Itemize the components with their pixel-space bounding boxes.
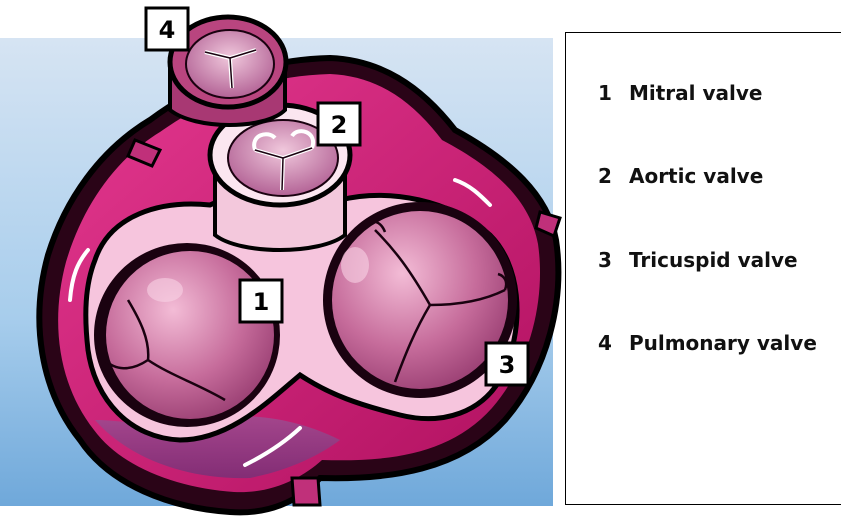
legend-label: Tricuspid valve <box>629 248 798 272</box>
legend-label: Mitral valve <box>629 81 763 105</box>
marker-2: 2 <box>318 103 360 145</box>
marker-4: 4 <box>146 8 188 50</box>
legend-item-tricuspid: 3 Tricuspid valve <box>598 248 798 272</box>
marker-1: 1 <box>240 280 282 322</box>
legend-label: Pulmonary valve <box>629 331 817 355</box>
svg-text:3: 3 <box>499 351 516 379</box>
svg-text:4: 4 <box>159 16 176 44</box>
legend-item-pulmonary: 4 Pulmonary valve <box>598 331 817 355</box>
legend-number: 3 <box>598 248 622 272</box>
legend-number: 2 <box>598 164 622 188</box>
vessel-stub-bottom <box>292 478 320 505</box>
legend-number: 1 <box>598 81 622 105</box>
legend-item-mitral: 1 Mitral valve <box>598 81 762 105</box>
svg-text:2: 2 <box>331 111 348 139</box>
legend-number: 4 <box>598 331 622 355</box>
mitral-valve <box>94 243 280 427</box>
legend-item-aortic: 2 Aortic valve <box>598 164 763 188</box>
marker-3: 3 <box>486 343 528 385</box>
legend-label: Aortic valve <box>629 164 763 188</box>
svg-text:1: 1 <box>253 288 270 316</box>
legend-box: 1 Mitral valve 2 Aortic valve 3 Tricuspi… <box>565 32 841 505</box>
